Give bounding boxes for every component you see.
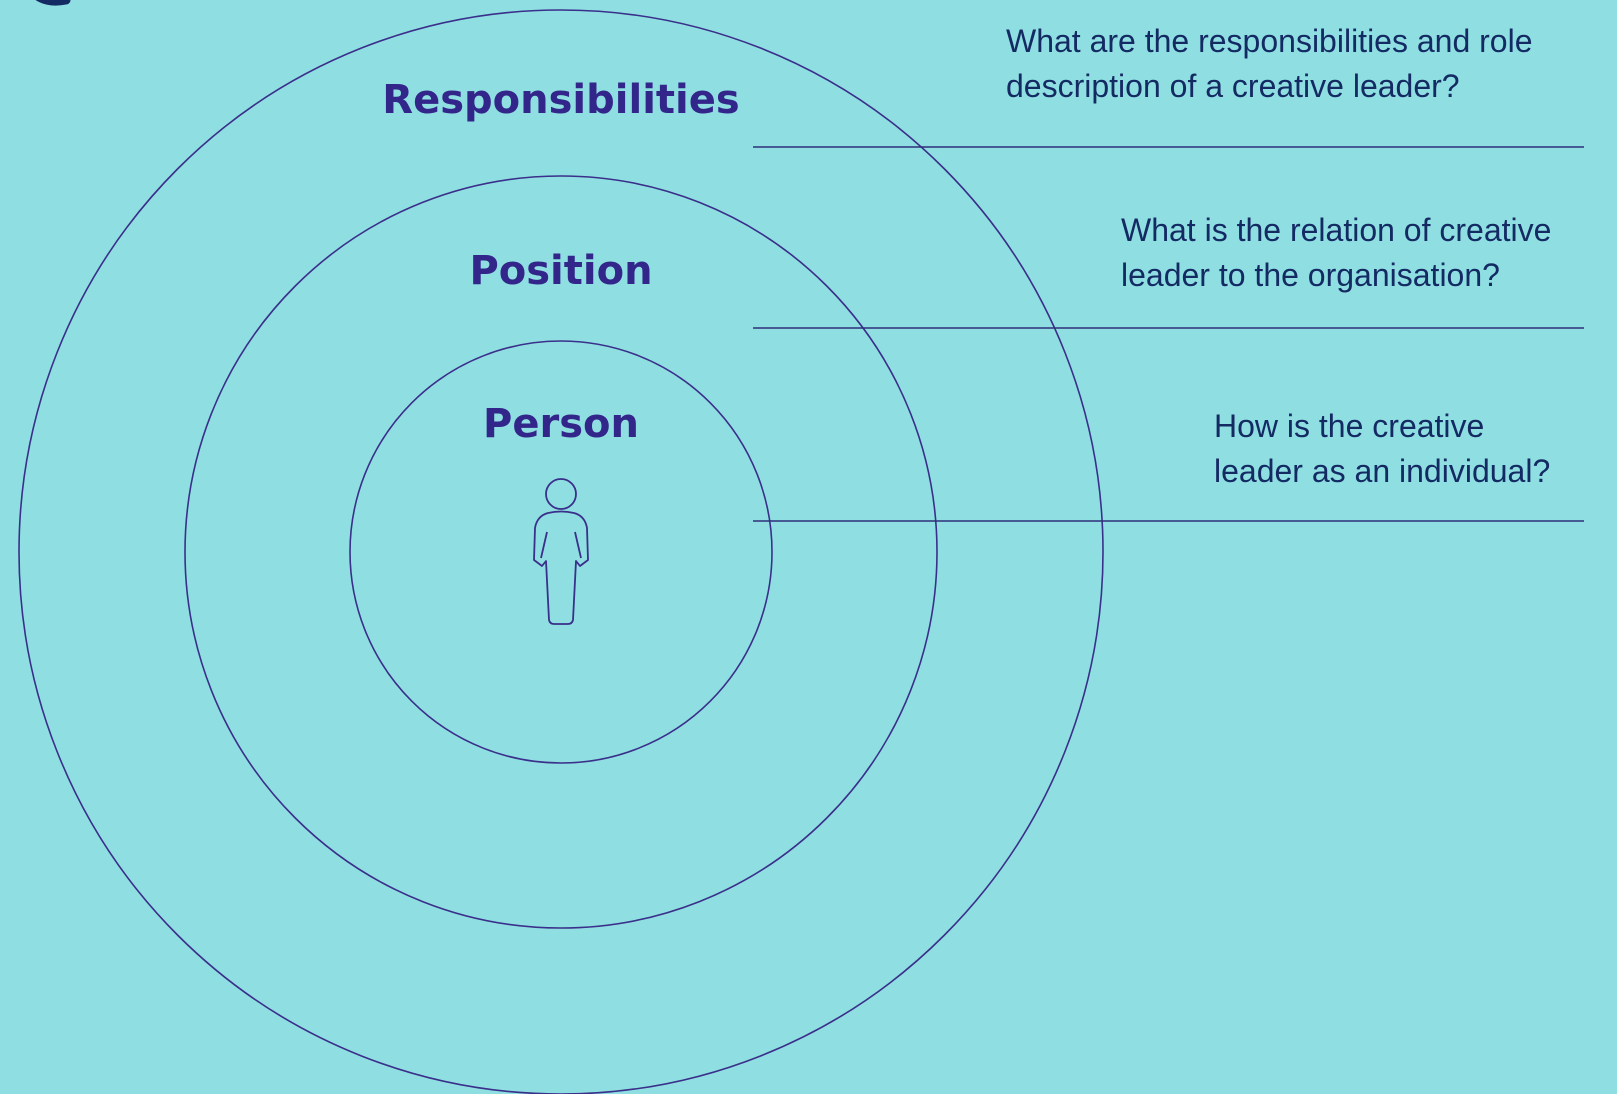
person-question: How is the creative leader as an individ… [1214, 404, 1550, 494]
question-line: How is the creative [1214, 408, 1485, 444]
person-icon [533, 478, 589, 625]
middle-ring-position [184, 175, 938, 929]
question-line: What are the responsibilities and role [1006, 23, 1533, 59]
partial-logo-mark [22, 0, 74, 6]
question-line: description of a creative leader? [1006, 68, 1460, 104]
question-line: What is the relation of creative [1121, 212, 1552, 248]
position-label: Position [469, 248, 653, 294]
person-label: Person [483, 401, 639, 447]
question-line: leader as an individual? [1214, 453, 1551, 489]
outer-ring-responsibilities [18, 9, 1104, 1094]
inner-ring-person [349, 340, 773, 764]
responsibilities-label: Responsibilities [382, 77, 740, 123]
position-question: What is the relation of creative leader … [1121, 208, 1551, 298]
responsibilities-question: What are the responsibilities and role d… [1006, 19, 1533, 109]
question-line: leader to the organisation? [1121, 257, 1500, 293]
